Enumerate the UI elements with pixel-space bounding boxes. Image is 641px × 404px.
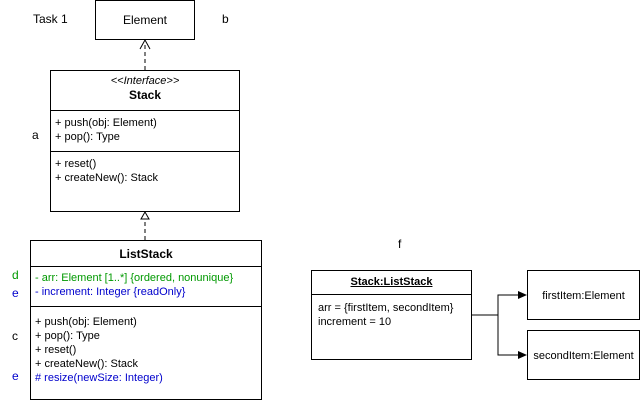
element-open-arrowhead — [139, 38, 151, 50]
liststack-header: ListStack — [31, 241, 261, 267]
stack-operation: + pop(): Type — [55, 131, 120, 143]
liststack-name: ListStack — [119, 247, 173, 261]
seconditem-name: secondItem:Element — [533, 350, 634, 362]
link-to-seconditem — [497, 315, 520, 356]
firstitem-object[interactable]: firstItem:Element — [527, 270, 640, 320]
label-a: a — [32, 128, 39, 142]
stack-hollow-triangle — [140, 210, 150, 220]
firstitem-name: firstItem:Element — [542, 290, 625, 302]
link-to-firstitem — [472, 294, 520, 316]
label-b: b — [222, 12, 229, 26]
stack-object-name: Stack:ListStack — [350, 276, 433, 288]
stack-stereotype: <<Interface>> — [110, 75, 180, 87]
liststack-attributes: - arr: Element [1..*] {ordered, nonuniqu… — [31, 267, 261, 307]
stack-header: <<Interface>> Stack — [51, 71, 239, 111]
liststack-attribute: - increment: Integer {readOnly} — [35, 286, 186, 298]
stack-object-slots: arr = {firstItem, secondItem} increment … — [312, 295, 471, 329]
stack-name: Stack — [128, 88, 162, 102]
liststack-attribute: - arr: Element [1..*] {ordered, nonuniqu… — [35, 272, 234, 284]
liststack-operation: + pop(): Type — [35, 330, 100, 342]
liststack-class[interactable]: ListStack - arr: Element [1..*] {ordered… — [30, 240, 262, 400]
task-label: Task 1 — [33, 12, 68, 26]
element-class-name: Element — [122, 13, 168, 27]
seconditem-object[interactable]: secondItem:Element — [527, 330, 640, 380]
label-e-operation: e — [12, 369, 19, 383]
stack-interface[interactable]: <<Interface>> Stack + push(obj: Element)… — [50, 70, 240, 212]
stack-object-header: Stack:ListStack — [312, 271, 471, 295]
element-class[interactable]: Element — [95, 0, 195, 40]
label-e-attribute: e — [12, 286, 19, 300]
seconditem-arrowhead — [518, 351, 527, 359]
label-c: c — [12, 329, 18, 343]
stack-operation: + push(obj: Element) — [55, 117, 157, 129]
stack-operations-b: + reset() + createNew(): Stack — [51, 152, 239, 185]
stack-operation: + reset() — [55, 158, 97, 170]
liststack-operation: + push(obj: Element) — [35, 316, 137, 328]
liststack-operation: + createNew(): Stack — [35, 358, 139, 370]
stack-object-slot: increment = 10 — [318, 316, 392, 328]
stack-operations-a: + push(obj: Element) + pop(): Type — [51, 111, 239, 152]
firstitem-arrowhead — [518, 291, 527, 299]
label-d: d — [12, 268, 19, 282]
liststack-operation: + reset() — [35, 344, 77, 356]
label-f: f — [398, 237, 402, 251]
stack-operation: + createNew(): Stack — [55, 172, 159, 184]
stack-object-slot: arr = {firstItem, secondItem} — [318, 302, 454, 314]
liststack-operation: # resize(newSize: Integer) — [35, 372, 163, 384]
stack-object[interactable]: Stack:ListStack arr = {firstItem, second… — [311, 270, 472, 360]
liststack-operations: + push(obj: Element) + pop(): Type + res… — [31, 307, 261, 385]
